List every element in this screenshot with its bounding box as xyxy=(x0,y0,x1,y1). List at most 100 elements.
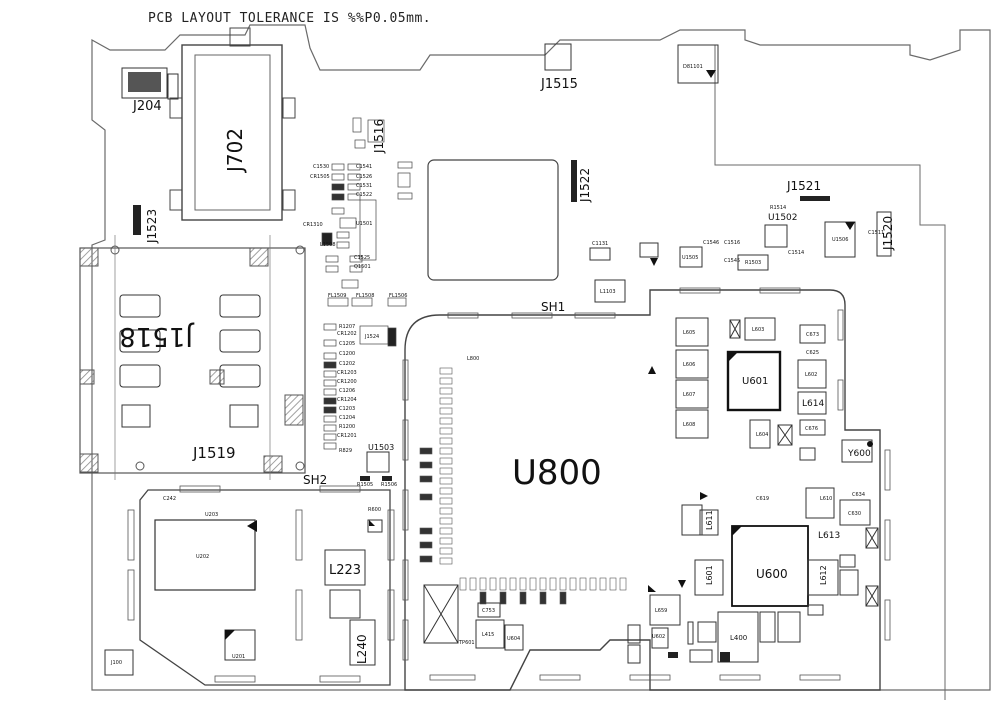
u1503-chip xyxy=(360,451,392,481)
small-designators: D81101 C1530 CR1505 C1526 C1531 C1522 C1… xyxy=(110,64,884,666)
j204-connector xyxy=(121,67,179,100)
c1526-label: C1526 xyxy=(356,174,372,180)
u800-bottom-row xyxy=(459,577,627,605)
c1200-label: C1200 xyxy=(339,351,355,357)
l800-label: L800 xyxy=(467,356,479,362)
l1508-label: L1508 xyxy=(320,242,336,248)
d81101-part xyxy=(677,44,719,84)
u800-label: U800 xyxy=(512,453,602,493)
r829-label: R829 xyxy=(339,448,352,454)
r1503-part xyxy=(737,254,769,271)
u201-label: U201 xyxy=(232,654,245,660)
c1530-label: C1530 xyxy=(313,164,329,170)
l223-inductor xyxy=(324,549,366,586)
u601-label: U601 xyxy=(742,376,768,387)
u1505-chip xyxy=(679,246,703,268)
j702-label: J702 xyxy=(223,128,247,174)
cpu-shield-can xyxy=(427,159,559,281)
d81101-label: D81101 xyxy=(683,64,703,70)
r1503-label: R1503 xyxy=(745,260,761,266)
l1103-label: L1103 xyxy=(600,289,616,295)
c676-label: C676 xyxy=(805,426,818,432)
c1514-label: C1514 xyxy=(788,250,804,256)
l659-inductor xyxy=(649,594,681,626)
l607-label: L607 xyxy=(683,392,695,398)
l604-label: L604 xyxy=(756,432,768,438)
fl1506-label: FL1506 xyxy=(389,293,407,299)
l611-label: L611 xyxy=(705,510,714,530)
cr1204-label: CR1204 xyxy=(337,397,357,403)
r1200-label: R1200 xyxy=(339,424,355,430)
c630-label: C630 xyxy=(848,511,861,517)
c619-label: C619 xyxy=(756,496,769,502)
c1531-label: C1531 xyxy=(356,183,372,189)
l602-label: L602 xyxy=(805,372,817,378)
u600-label: U600 xyxy=(756,567,788,581)
c1525-label: C1525 xyxy=(354,255,370,261)
c673-label: C673 xyxy=(806,332,819,338)
c753-part xyxy=(477,602,501,618)
u1502-chip xyxy=(764,224,788,248)
c1205-label: C1205 xyxy=(339,341,355,347)
sh1-shield-outline xyxy=(404,289,881,691)
crossed-box-footprint xyxy=(423,584,459,644)
u600-area-parts xyxy=(627,439,873,664)
cr1310-label: CR1310 xyxy=(303,222,323,228)
sh2-shield-outline xyxy=(139,489,391,686)
u601-chip xyxy=(726,350,782,412)
j1516-label: J1516 xyxy=(372,119,386,154)
l603-label: L603 xyxy=(752,327,764,333)
l612-label: L612 xyxy=(819,565,828,585)
c1516-label: C1516 xyxy=(724,240,740,246)
l223-label: L223 xyxy=(329,563,361,578)
j1519-label: J1519 xyxy=(192,444,236,462)
l240-inductor xyxy=(349,619,376,666)
j702-connector xyxy=(169,27,296,221)
j1522-label: J1522 xyxy=(578,168,592,203)
u1505-label: U1505 xyxy=(682,255,698,261)
c242-label: C242 xyxy=(163,496,176,502)
fl1508-label: FL1508 xyxy=(356,293,374,299)
u226-chip xyxy=(329,589,361,619)
c1546-label: C1546 xyxy=(703,240,719,246)
board-inner-edge xyxy=(714,45,946,700)
u800-passive-rows xyxy=(419,367,453,565)
u600-chip xyxy=(731,525,809,607)
xbox-u601 xyxy=(729,319,879,607)
j1521-label: J1521 xyxy=(786,179,821,193)
l608-label: L608 xyxy=(683,422,695,428)
l614-label: L614 xyxy=(802,399,824,409)
u604-chip xyxy=(504,624,524,651)
r1514-label: R1514 xyxy=(770,205,786,211)
sh1-label: SH1 xyxy=(541,300,565,314)
l606-label: L606 xyxy=(683,362,695,368)
board-outline xyxy=(91,24,991,691)
c1204-label: C1204 xyxy=(339,415,355,421)
j1522-pad xyxy=(571,160,577,202)
r1505-label: R1505 xyxy=(357,482,373,488)
u201-chip xyxy=(224,629,256,661)
tp601-label: TP601 xyxy=(458,640,475,646)
j1521-pad xyxy=(800,196,830,201)
c1545-label: C1545 xyxy=(724,258,740,264)
l601-label: L601 xyxy=(705,565,714,585)
cr1202-label: CR1202 xyxy=(337,331,357,337)
c1131-part xyxy=(589,247,611,261)
u604-label: U604 xyxy=(507,636,520,642)
j204-label: J204 xyxy=(132,99,162,114)
r600-label: R600 xyxy=(368,507,381,513)
j1515-pad xyxy=(544,43,572,71)
u203-label: U203 xyxy=(205,512,218,518)
u202-label: U202 xyxy=(196,554,209,560)
j1524-label: J1524 xyxy=(364,334,379,340)
tolerance-note: PCB LAYOUT TOLERANCE IS %%P0.05mm. xyxy=(148,11,432,26)
cr1505-label: CR1505 xyxy=(310,174,330,180)
shield-clips xyxy=(402,287,891,681)
c1131-label: C1131 xyxy=(592,241,608,247)
cr1200-label: CR1200 xyxy=(337,379,357,385)
u1503-label: U1503 xyxy=(368,443,394,452)
fl1509-label: FL1509 xyxy=(328,293,346,299)
u1506-chip xyxy=(824,221,856,258)
l240-label: L240 xyxy=(355,634,369,664)
l610-label: L610 xyxy=(820,496,832,502)
